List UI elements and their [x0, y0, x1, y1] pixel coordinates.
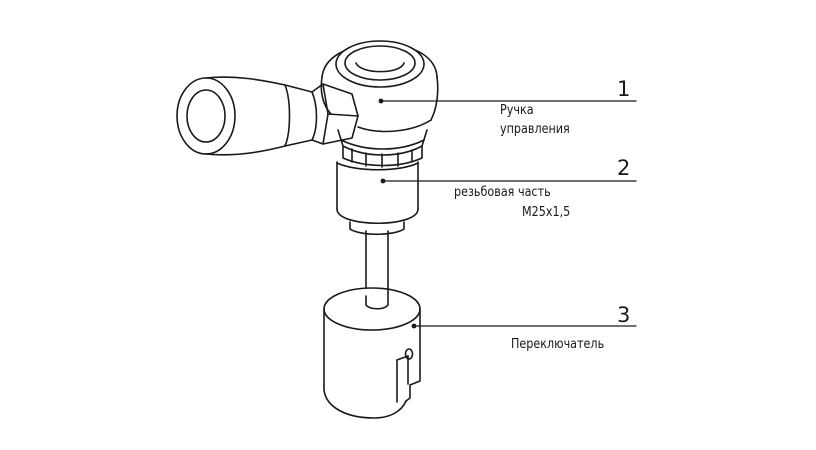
handle-grip	[176, 76, 318, 156]
handle-neck-hex	[311, 83, 359, 145]
callout-3-number: 3	[617, 303, 631, 327]
callout-2-label-line-1: резьбовая часть	[454, 185, 551, 200]
callout-1-label-line-2: управления	[500, 122, 570, 137]
threaded-body	[336, 161, 419, 236]
leader-dots	[378, 98, 417, 329]
callout-2-label-line-2: М25х1,5	[522, 205, 571, 220]
thread-ring	[337, 129, 428, 168]
callout-1-label-line-1: Ручка	[500, 103, 534, 118]
switch-body	[323, 287, 421, 419]
callout-3-label: Переключатель	[511, 337, 605, 352]
callout-1-number: 1	[617, 77, 631, 101]
leader-lines	[380, 100, 637, 327]
callout-2-number: 2	[617, 156, 631, 180]
control-head	[320, 40, 439, 133]
